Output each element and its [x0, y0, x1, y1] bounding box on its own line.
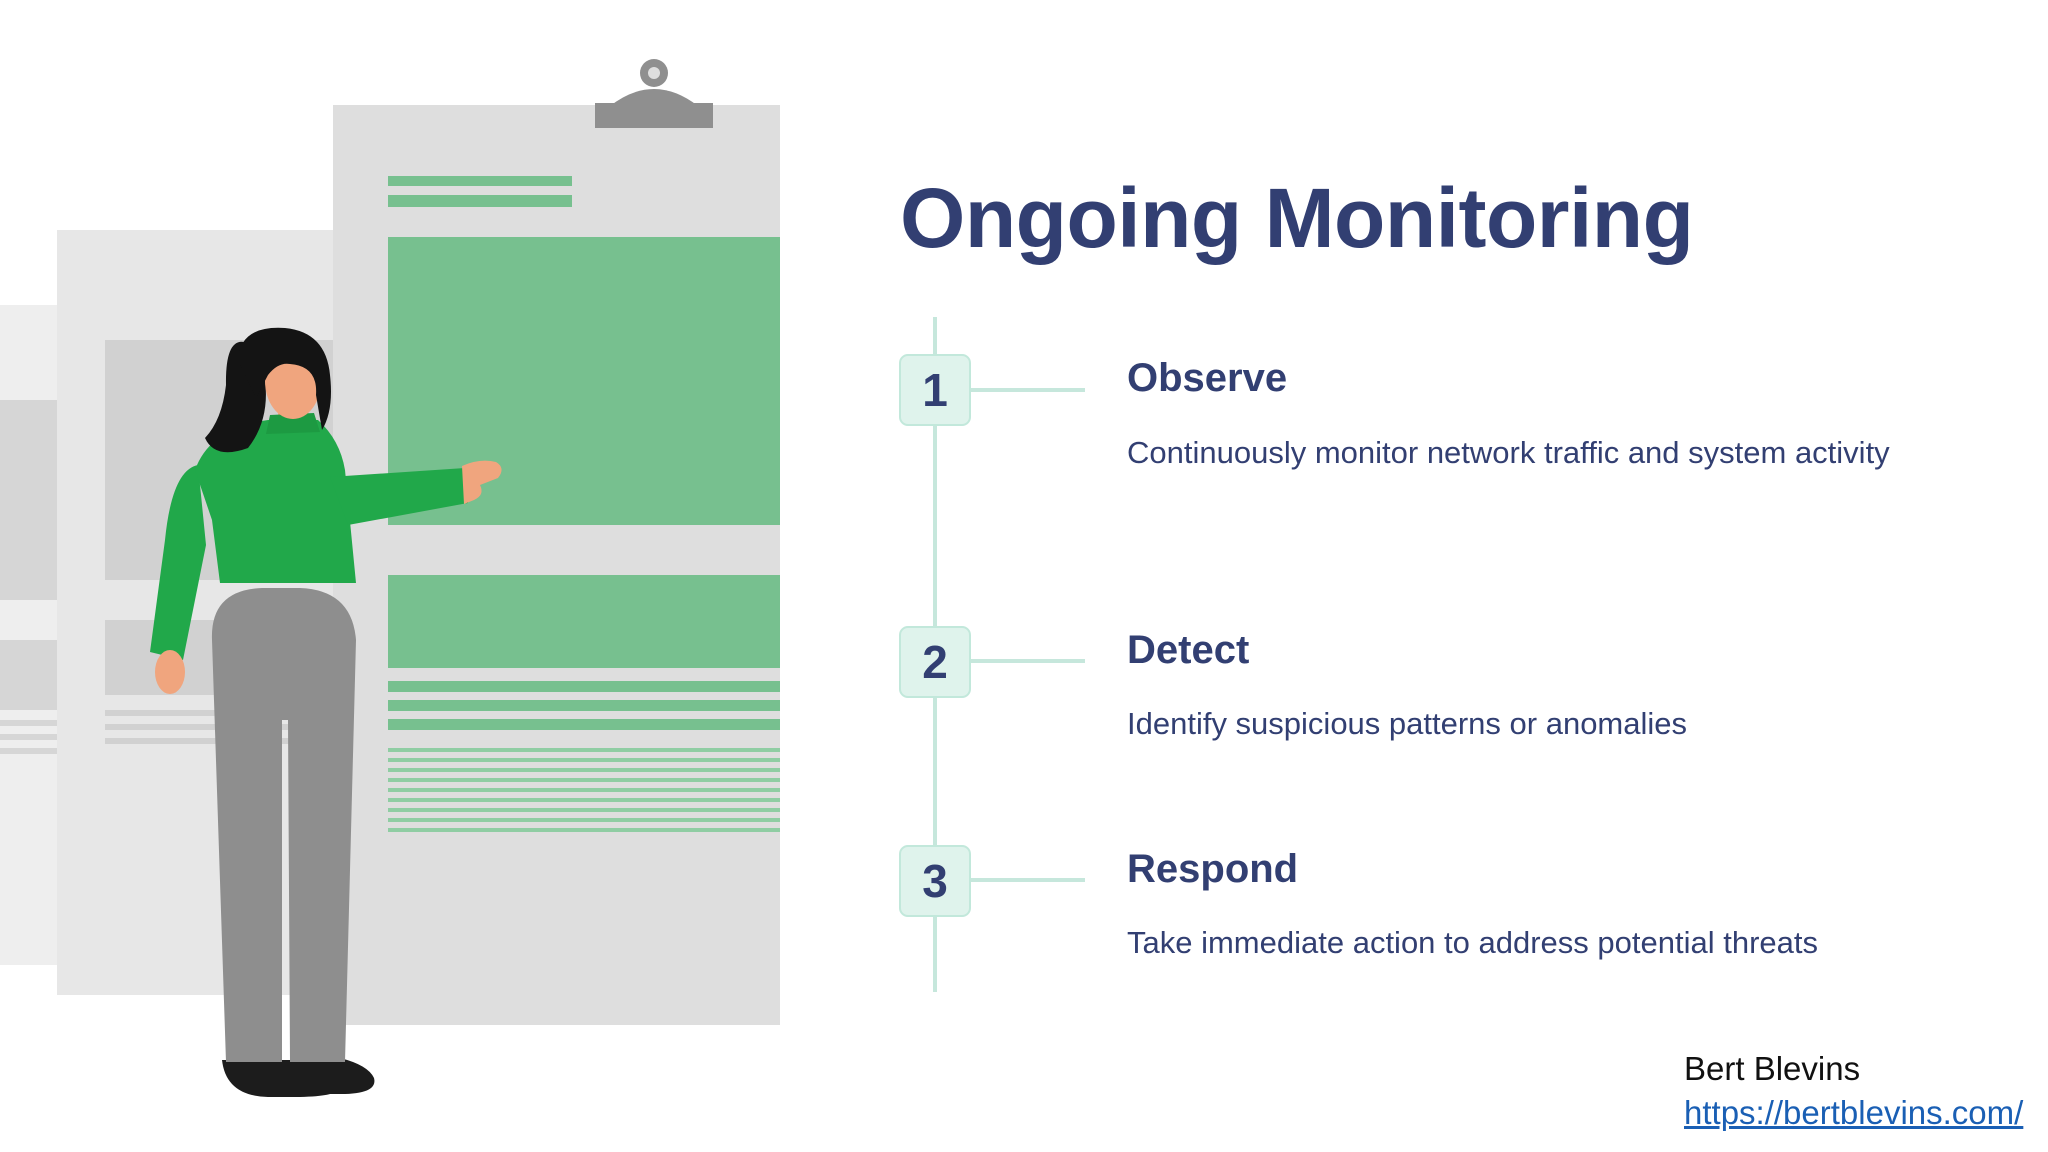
author-name: Bert Blevins [1684, 1050, 1861, 1087]
timeline-vertical-line [933, 317, 937, 992]
step-2-title: Detect [1127, 628, 1250, 672]
step-2-number-badge: 2 [899, 626, 971, 698]
step-1-number-badge: 1 [899, 354, 971, 426]
step-3-number-badge: 3 [899, 845, 971, 917]
step-2-number: 2 [922, 636, 948, 688]
presenter-figure [150, 327, 502, 1097]
step-1-description: Continuously monitor network traffic and… [1127, 435, 1890, 470]
slide-title: Ongoing Monitoring [900, 171, 1694, 265]
step-2-connector [971, 659, 1085, 663]
step-3-description: Take immediate action to address potenti… [1127, 925, 1818, 960]
step-3-number: 3 [922, 855, 948, 907]
step-1-number: 1 [922, 364, 948, 416]
author-website-link[interactable]: https://bertblevins.com/ [1684, 1094, 2024, 1131]
clipboard-clip [595, 59, 713, 128]
step-3-connector [971, 878, 1085, 882]
step-1-title: Observe [1127, 356, 1288, 400]
presenter-illustration [0, 59, 780, 1097]
step-3-title: Respond [1127, 847, 1299, 891]
step-2-description: Identify suspicious patterns or anomalie… [1127, 706, 1688, 741]
step-1-connector [971, 388, 1085, 392]
